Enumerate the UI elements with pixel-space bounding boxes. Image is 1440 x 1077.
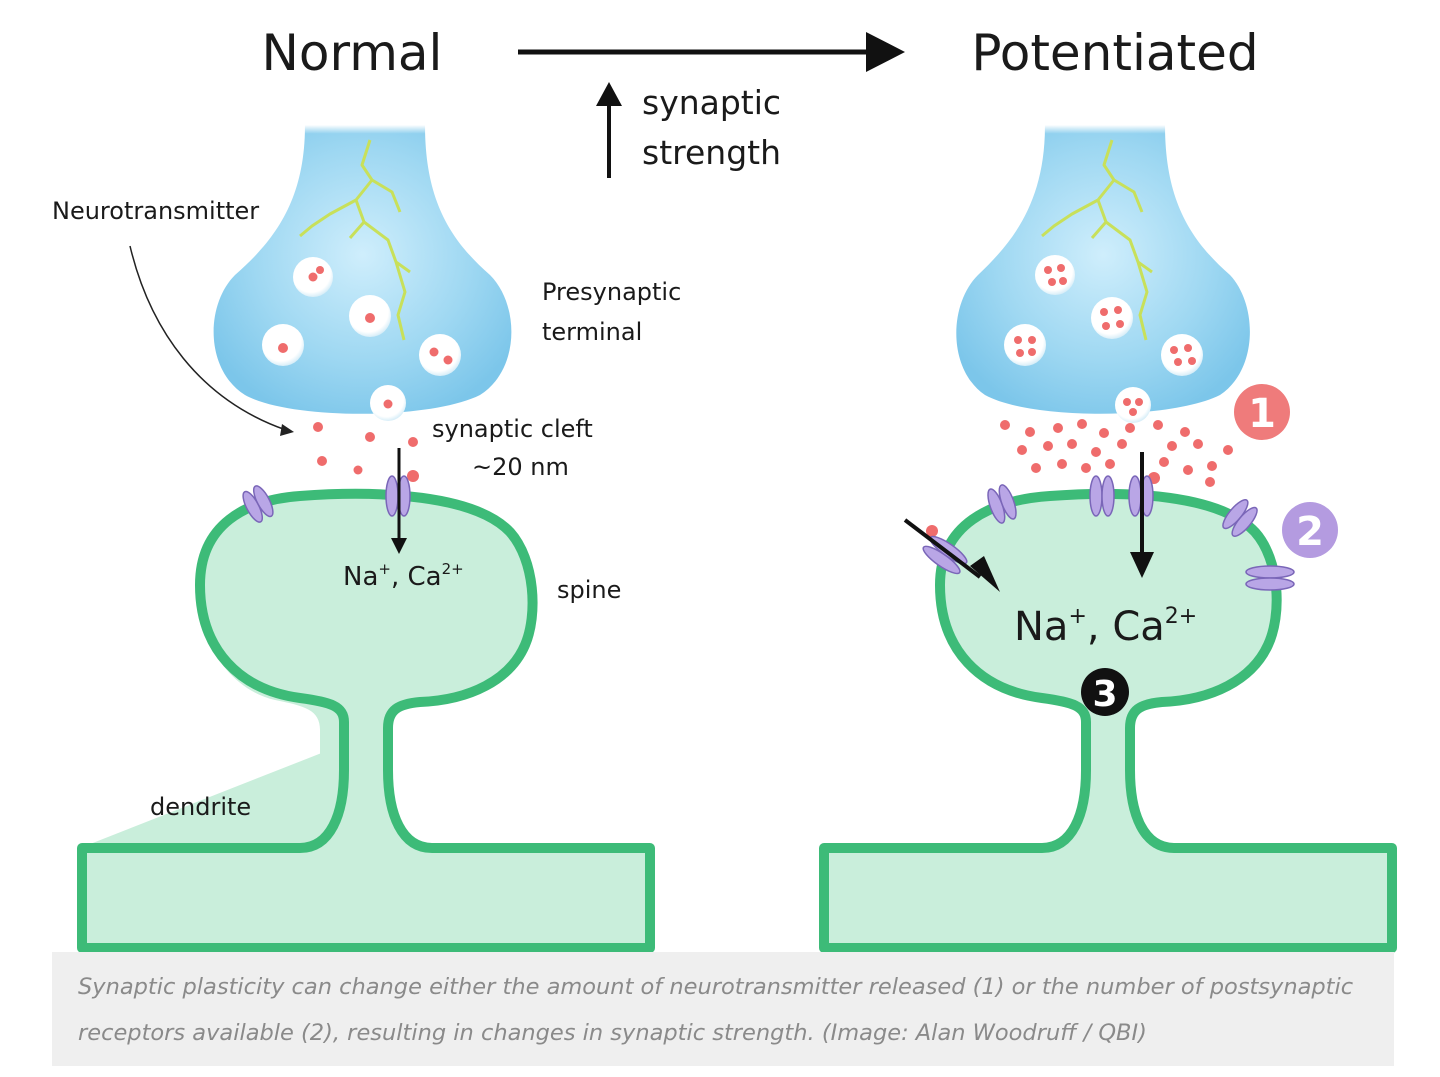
transition-arrow bbox=[518, 32, 905, 72]
vesicle bbox=[1004, 324, 1046, 366]
vesicle bbox=[419, 334, 461, 376]
ion-flow-arrow-diagonal bbox=[903, 518, 1000, 592]
vesicle bbox=[293, 257, 333, 297]
receptor-potentiated bbox=[1089, 475, 1115, 517]
ion-flow-arrow bbox=[1130, 452, 1154, 578]
neurotransmitter-label: Neurotransmitter bbox=[52, 197, 259, 225]
vesicle bbox=[1091, 297, 1133, 339]
ions-label-potentiated: Na+, Ca2+ bbox=[1014, 604, 1197, 650]
marker-1: 1 bbox=[1234, 384, 1290, 440]
ion-flow-arrow bbox=[391, 448, 407, 554]
neurotransmitter-molecules-normal bbox=[313, 422, 419, 482]
normal-synapse: Na+, Ca2+ bbox=[77, 125, 655, 953]
figure-caption: Synaptic plasticity can change either th… bbox=[52, 952, 1394, 1066]
up-arrow-icon bbox=[596, 82, 622, 178]
svg-text:3: 3 bbox=[1092, 674, 1117, 715]
svg-text:2: 2 bbox=[1296, 509, 1324, 555]
synaptic-strength-line1: synaptic bbox=[642, 83, 781, 122]
neurotransmitter-pointer bbox=[129, 245, 294, 436]
synaptic-cleft-label-line2: ~20 nm bbox=[472, 453, 569, 481]
presynaptic-terminal-label-line2: terminal bbox=[542, 318, 642, 346]
ions-label-normal: Na+, Ca2+ bbox=[343, 560, 464, 592]
receptor-normal bbox=[242, 485, 274, 523]
title-potentiated: Potentiated bbox=[971, 24, 1258, 82]
spine-normal bbox=[77, 488, 655, 953]
marker-2: 2 bbox=[1282, 502, 1338, 558]
receptor-potentiated bbox=[987, 484, 1017, 524]
synaptic-cleft-label-line1: synaptic cleft bbox=[432, 415, 593, 443]
dendrite-label: dendrite bbox=[150, 793, 251, 821]
vesicle bbox=[349, 295, 391, 337]
marker-3: 3 bbox=[1081, 668, 1129, 716]
receptor-reserve bbox=[1245, 565, 1295, 591]
vesicle bbox=[1161, 334, 1203, 376]
synaptic-strength-line2: strength bbox=[642, 133, 781, 172]
spine-label: spine bbox=[557, 576, 621, 604]
vesicle bbox=[262, 324, 304, 366]
receptor-potentiated bbox=[1222, 499, 1258, 537]
vesicle bbox=[1035, 255, 1075, 295]
presynaptic-terminal-label-line1: Presynaptic bbox=[542, 278, 681, 306]
vesicle bbox=[370, 385, 406, 421]
neurotransmitter-molecules-potentiated bbox=[926, 419, 1233, 537]
potentiated-synapse: Na+, Ca2+ 1 2 3 bbox=[819, 125, 1397, 953]
vesicle bbox=[1115, 387, 1151, 423]
svg-text:1: 1 bbox=[1248, 391, 1276, 437]
spine-potentiated bbox=[819, 488, 1397, 953]
presynaptic-terminal-potentiated bbox=[956, 125, 1250, 423]
presynaptic-terminal-normal bbox=[213, 125, 512, 421]
title-normal: Normal bbox=[262, 24, 443, 82]
